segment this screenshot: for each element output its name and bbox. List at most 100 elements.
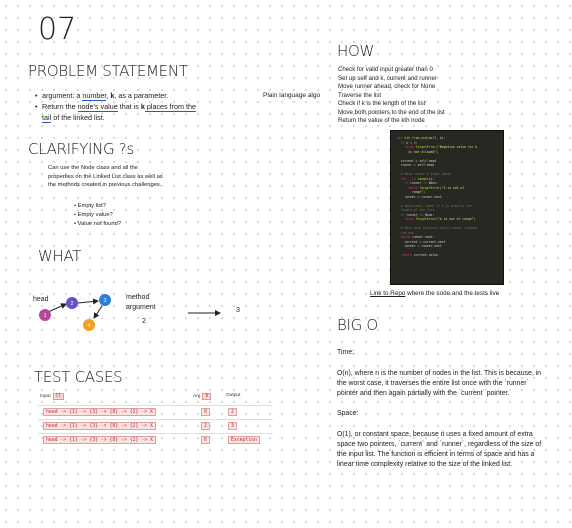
node-circle-3 <box>99 294 111 306</box>
text: argument: a <box>42 91 83 100</box>
argument-label: argument <box>126 304 156 311</box>
how-step: Return the value of the kth node <box>338 117 425 124</box>
number-link[interactable]: number <box>82 91 107 101</box>
clarifying-item: Value not found? <box>74 220 121 229</box>
clarifying-item: Empty value? <box>74 211 121 220</box>
tail-link[interactable]: tail <box>42 113 52 123</box>
node-circle-2 <box>66 297 78 309</box>
code-line: the end <box>397 230 414 235</box>
code-screenshot-image: def kth_from_end(self, k): if k < 0: rai… <box>390 130 504 285</box>
code-line: if runner is None: <box>404 181 439 185</box>
result-value: 3 <box>236 307 240 314</box>
text: that is <box>117 102 141 111</box>
code-line: # Move runner k steps ahead <box>400 172 452 176</box>
arg-cell: 6 <box>201 436 210 444</box>
code-line: raise TargetError("k is out of <box>408 185 465 190</box>
code-line: for _ in range(k): <box>400 176 435 181</box>
problem-list: argument: a number, k, as a parameter. R… <box>35 90 236 123</box>
repo-text: where the code and the tests live <box>405 290 500 297</box>
clarifying-item: Empty list? <box>74 202 121 211</box>
output-cell: 3 <box>228 422 237 430</box>
output-cell: 2 <box>228 408 237 416</box>
code-line: raise TargetError("k is out of range") <box>404 217 476 221</box>
test-cases-heading: TEST CASES <box>34 368 123 386</box>
method-argument-label: method argument <box>126 293 156 313</box>
input-label: Input <box>40 394 51 399</box>
node-value: 3 <box>104 298 107 304</box>
head-label: head <box>33 296 49 303</box>
problem-bullet-argument: argument: a number, k, as a parameter. <box>35 90 236 101</box>
code-line: runner = runner.next <box>397 244 442 248</box>
table-row: head -> {1} -> {3} -> {8} -> {2} -> X 0 … <box>38 405 273 417</box>
problem-bullet-return: Return the node's value that is k places… <box>35 101 236 123</box>
table-row: head -> {1} -> {3} -> {8} -> {2} -> X 2 … <box>38 419 273 431</box>
clarifying-list: Empty list? Empty value? Value not found… <box>74 202 121 229</box>
output-label: Output <box>226 393 241 398</box>
code-line: if k < 0: <box>400 140 418 145</box>
node-value: 4 <box>88 323 91 329</box>
code-line: runner = runner.next <box>397 194 442 199</box>
code-line: raise TargetError("Negative value for k <box>404 145 478 149</box>
node-circle-1 <box>39 309 51 321</box>
node-circle-4 <box>83 319 95 331</box>
arg-cell: 0 <box>201 408 210 416</box>
input-cell: head -> {1} -> {3} -> {8} -> {2} -> X <box>43 422 156 430</box>
method-label: method <box>126 294 150 301</box>
code-line: is not allowed") <box>397 149 438 154</box>
code-line: while runner.next: <box>400 235 435 239</box>
table-row: head -> {1} -> {3} -> {8} -> {2} -> X 6 … <box>38 433 273 445</box>
space-complexity-text: O(1), or constant space, because it uses… <box>337 430 542 468</box>
node-value-link[interactable]: node's value <box>77 102 118 112</box>
how-step: Check if k is the length of the list <box>338 100 426 107</box>
output-header: Output <box>226 393 240 398</box>
input-cell: head -> {1} -> {3} -> {8} -> {2} -> X <box>43 436 156 444</box>
node-arrow <box>93 305 103 319</box>
time-label: Time: <box>337 349 354 356</box>
text: , as a parameter. <box>114 91 169 100</box>
plain-language-label: Plain language algo <box>263 92 321 99</box>
code-line: range") <box>397 190 425 194</box>
code-line: current = self.head <box>397 158 437 163</box>
code-line: # Move both pointers until runner reache… <box>400 226 478 230</box>
code-line: current = current.next <box>397 239 446 244</box>
node-value: 1 <box>44 313 47 319</box>
k-param: k <box>140 102 145 111</box>
code-line: runner = self.head <box>397 163 435 167</box>
k-param: k <box>110 91 115 100</box>
how-step: Traverse the list <box>338 91 382 99</box>
what-heading: WHAT <box>38 247 82 265</box>
clarifying-text: Can use the Node class and all the prope… <box>48 165 163 189</box>
node-value: 2 <box>71 301 74 307</box>
space-label: Space: <box>337 410 359 417</box>
how-step: Set up self and k, current and runner <box>338 74 437 82</box>
linked-list-diagram: 1 2 3 4 <box>39 294 221 331</box>
how-heading: HOW <box>337 42 375 60</box>
input-cell: head -> {1} -> {3} -> {8} -> {2} -> X <box>43 408 156 416</box>
text: Return the <box>42 102 78 111</box>
output-cell: Exception <box>228 436 260 444</box>
node-arrow <box>47 303 67 313</box>
page-number: 07 <box>38 12 77 47</box>
clarifying-heading: CLARIFYING ?s <box>28 140 134 158</box>
code-line: return current.value <box>400 253 438 257</box>
input-tag: ll <box>52 393 65 400</box>
how-steps: Check for valid input greater than 0 Set… <box>338 66 538 126</box>
places-link[interactable]: places from the <box>144 102 197 112</box>
repo-line: Link to Repo where the code and the test… <box>370 290 499 297</box>
code-line: length of the list <box>397 208 435 212</box>
arg-label: Arg <box>193 394 201 399</box>
big-o-heading: BIG O <box>337 316 378 334</box>
problem-statement-heading: PROBLEM STATEMENT <box>28 62 188 80</box>
big-o-content: Time: O(n), where n is the number of nod… <box>337 348 547 480</box>
code-line: # Additional check if k is exactly the <box>400 203 472 208</box>
node-arrow <box>77 298 99 305</box>
how-step: Move runner ahead, check for None <box>338 83 436 90</box>
argument-value: 2 <box>142 318 146 325</box>
repo-link[interactable]: Link to Repo <box>370 290 406 297</box>
how-step: Move both pointers to the end of the lis… <box>338 108 445 116</box>
arg-cell: 2 <box>201 422 210 430</box>
arg-tag: k <box>202 393 212 400</box>
code-line: if runner is None: <box>400 212 435 217</box>
